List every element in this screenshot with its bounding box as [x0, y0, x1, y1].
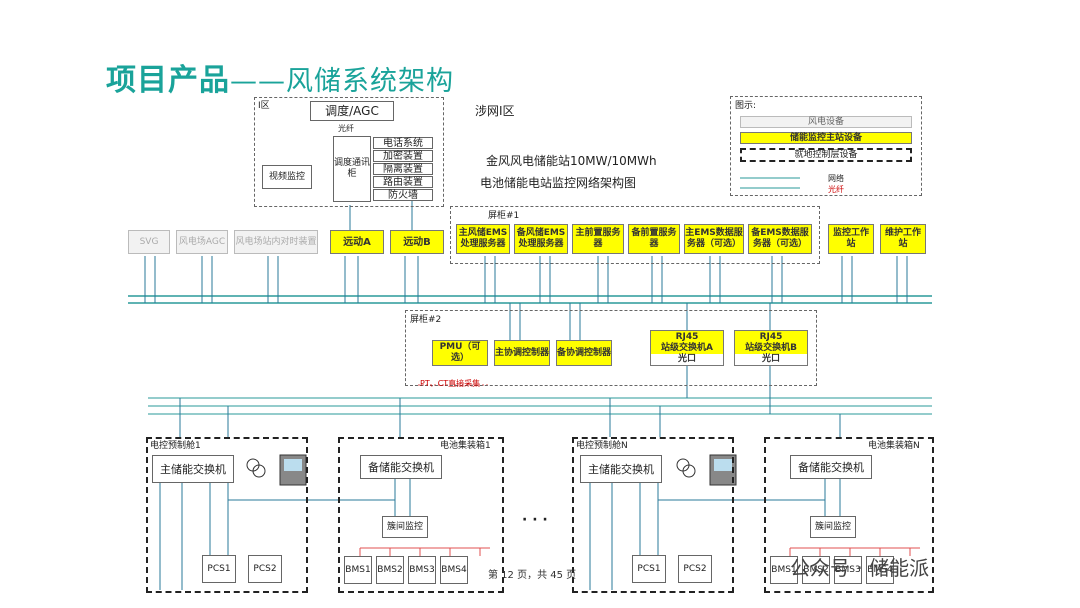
- backup-storage-switch-1: 备储能交换机: [360, 455, 442, 479]
- monitor-workstation: 监控工作站: [828, 224, 874, 254]
- cabinet1-frame: [450, 206, 820, 264]
- remote-a-box: 远动A: [330, 230, 384, 254]
- battery1-frame: [338, 437, 504, 593]
- ems-backup-server: 备风储EMS处理服务器: [514, 224, 568, 254]
- legend-fiber: 光纤: [828, 185, 844, 194]
- station-switch-a: RJ45 站级交换机A 光口: [650, 330, 724, 366]
- switch-a-port: 光口: [651, 353, 723, 365]
- station-title-line2: 电池储能电站监控网络架构图: [480, 176, 637, 190]
- switch-b-rj45: RJ45: [759, 331, 783, 342]
- watermark: 公众号 · 储能派: [790, 556, 930, 580]
- legend-network: 网络: [828, 174, 844, 183]
- title-main: 项目产品: [106, 63, 230, 98]
- switch-a-rj45: RJ45: [675, 331, 699, 342]
- precab1-frame: [146, 437, 308, 593]
- ems-data-backup-server: 备EMS数据服务器（可选）: [748, 224, 812, 254]
- legend-ems-equipment: 储能监控主站设备: [740, 132, 912, 144]
- ptct-label: PT、CT直接采集: [420, 379, 481, 388]
- bms3-box-N: BMS3: [834, 556, 862, 584]
- bms-ctrl-1: 簇间监控: [382, 516, 428, 538]
- zone1-item-isolation: 隔离装置: [373, 163, 433, 175]
- zone1-item-encrypt: 加密装置: [373, 150, 433, 162]
- front-main-server: 主前置服务器: [572, 224, 624, 254]
- bms-ctrl-N: 簇间监控: [810, 516, 856, 538]
- zone1-frame: [254, 97, 444, 207]
- page-title: 项目产品——风储系统架构: [106, 55, 454, 99]
- precabN-frame: [572, 437, 734, 593]
- bms2-box-1: BMS2: [376, 556, 404, 584]
- precabN-label: 电控预制舱N: [576, 441, 628, 451]
- batteryN-frame: [764, 437, 934, 593]
- video-monitor-box: 视频监控: [262, 165, 312, 189]
- bms1-box-N: BMS1: [770, 556, 798, 584]
- station-switch-b: RJ45 站级交换机B 光口: [734, 330, 808, 366]
- backup-storage-switch-N: 备储能交换机: [790, 455, 872, 479]
- pcs2-box: PCS2: [248, 555, 282, 583]
- batteryN-label: 电池集装箱N: [868, 441, 920, 451]
- fiber-label: 光纤: [338, 124, 354, 133]
- svg-box: SVG: [128, 230, 170, 254]
- maintenance-workstation: 维护工作站: [880, 224, 926, 254]
- title-sub: 风储系统架构: [286, 66, 454, 97]
- title-dash: ——: [230, 66, 286, 97]
- precab1-label: 电控预制舱1: [150, 441, 201, 451]
- cabinet1-label: 屏柜#1: [488, 211, 520, 221]
- legend-local-control: 就地控制层设备: [740, 148, 912, 162]
- ems-main-server: 主风储EMS处理服务器: [456, 224, 510, 254]
- station-title-line1: 金风风电储能站10MW/10MWh: [486, 154, 657, 168]
- ems-data-main-server: 主EMS数据服务器（可选）: [684, 224, 744, 254]
- page-footer: 第 12 页，共 45 页: [488, 570, 577, 581]
- time-sync-box: 风电场站内对时装置: [234, 230, 318, 254]
- switch-b-port: 光口: [735, 353, 807, 365]
- switch-a-name: 站级交换机A: [661, 342, 713, 353]
- main-storage-switch-1: 主储能交换机: [152, 455, 234, 483]
- pcs1-box-N: PCS1: [632, 555, 666, 583]
- legend-wind-equipment: 风电设备: [740, 116, 912, 128]
- wind-agc-box: 风电场AGC: [176, 230, 228, 254]
- pcs1-box: PCS1: [202, 555, 236, 583]
- cabinet2-label: 屏柜#2: [410, 315, 442, 325]
- zone1-item-firewall: 防火墙: [373, 189, 433, 201]
- ellipsis: · · ·: [522, 512, 548, 528]
- zone1-item-phone: 电话系统: [373, 137, 433, 149]
- bms1-box-1: BMS1: [344, 556, 372, 584]
- main-storage-switch-N: 主储能交换机: [580, 455, 662, 483]
- bms2-box-N: BMS2: [802, 556, 830, 584]
- bms3-box-1: BMS3: [408, 556, 436, 584]
- legend-frame: [730, 96, 922, 196]
- zone1-item-router: 路由装置: [373, 176, 433, 188]
- bms4-box-1: BMS4: [440, 556, 468, 584]
- main-coordinator: 主协调控制器: [494, 340, 550, 366]
- pmu-box: PMU（可选）: [432, 340, 488, 366]
- battery1-label: 电池集装箱1: [440, 441, 491, 451]
- dispatch-comm-cabinet: 调度通讯柜: [333, 136, 371, 202]
- zone1-label: I区: [258, 101, 270, 111]
- backup-coordinator: 备协调控制器: [556, 340, 612, 366]
- front-backup-server: 备前置服务器: [628, 224, 680, 254]
- dispatch-agc-box: 调度/AGC: [310, 101, 394, 121]
- pcs2-box-N: PCS2: [678, 555, 712, 583]
- network-zone-label: 涉网I区: [475, 104, 515, 118]
- bms4-box-N: BMS4: [866, 556, 894, 584]
- remote-b-box: 远动B: [390, 230, 444, 254]
- cabinet2-frame: [405, 310, 817, 386]
- switch-b-name: 站级交换机B: [745, 342, 797, 353]
- legend-heading: 图示:: [735, 101, 757, 111]
